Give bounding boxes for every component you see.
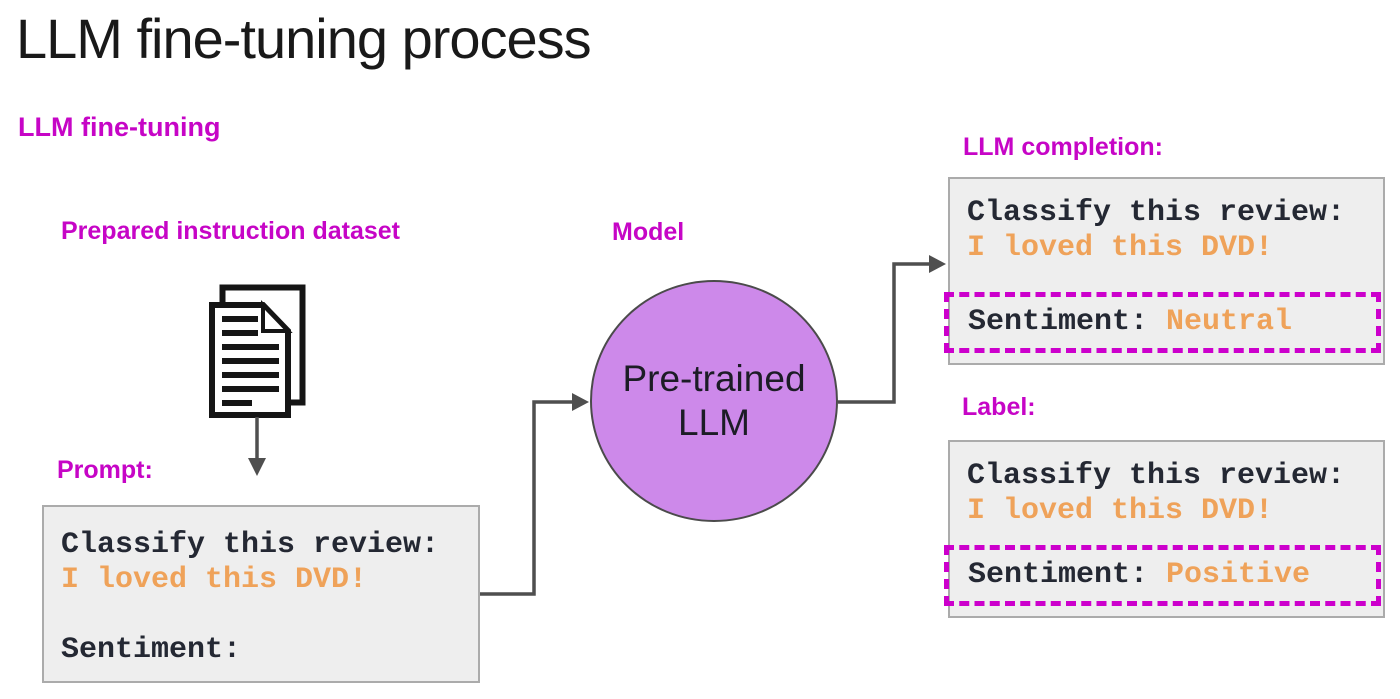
pretrained-llm-node: Pre-trained LLM <box>590 280 838 522</box>
prompt-section-label: Prompt: <box>57 456 153 484</box>
prompt-to-model-arrow <box>480 400 573 596</box>
llm-completion-box: Classify this review: I loved this DVD! … <box>944 177 1385 365</box>
label-box: Classify this review: I loved this DVD! … <box>944 440 1385 618</box>
completion-sentiment-value: Neutral <box>1166 305 1293 339</box>
page-title: LLM fine-tuning process <box>16 7 592 70</box>
document-text-lines <box>222 316 279 406</box>
label-sentiment-value: Positive <box>1166 558 1311 592</box>
label-sentiment-prefix: Sentiment: <box>968 558 1149 592</box>
prompt-review-text: I loved this DVD! <box>61 563 368 597</box>
model-section-label: Model <box>612 218 685 246</box>
arrowhead-right-icon <box>929 255 946 273</box>
documents-icon <box>207 284 307 420</box>
llm-node-text-line1: Pre-trained <box>622 358 806 400</box>
completion-section-label: LLM completion: <box>963 133 1163 161</box>
completion-review-text: I loved this DVD! <box>967 231 1274 265</box>
label-sentiment-highlight: Sentiment: Positive <box>944 545 1381 606</box>
prompt-sentiment-prefix: Sentiment: <box>61 633 242 667</box>
completion-sentiment-prefix: Sentiment: <box>968 305 1149 339</box>
label-section-label: Label: <box>962 393 1036 421</box>
blank-line <box>61 598 478 633</box>
completion-instruction-text: Classify this review: <box>967 196 1346 230</box>
folded-corner-shape <box>261 300 293 333</box>
model-to-completion-arrow <box>838 262 930 404</box>
diagram-subtitle: LLM fine-tuning <box>18 112 221 142</box>
arrowhead-down-icon <box>248 458 266 476</box>
prompt-instruction-text: Classify this review: <box>61 528 440 562</box>
label-review-text: I loved this DVD! <box>967 494 1274 528</box>
label-instruction-text: Classify this review: <box>967 459 1346 493</box>
prompt-box: Classify this review: I loved this DVD! … <box>42 505 480 683</box>
arrowhead-right-icon <box>572 393 589 411</box>
completion-sentiment-highlight: Sentiment: Neutral <box>944 292 1381 353</box>
dataset-section-label: Prepared instruction dataset <box>61 217 400 245</box>
llm-node-text-line2: LLM <box>678 402 750 443</box>
